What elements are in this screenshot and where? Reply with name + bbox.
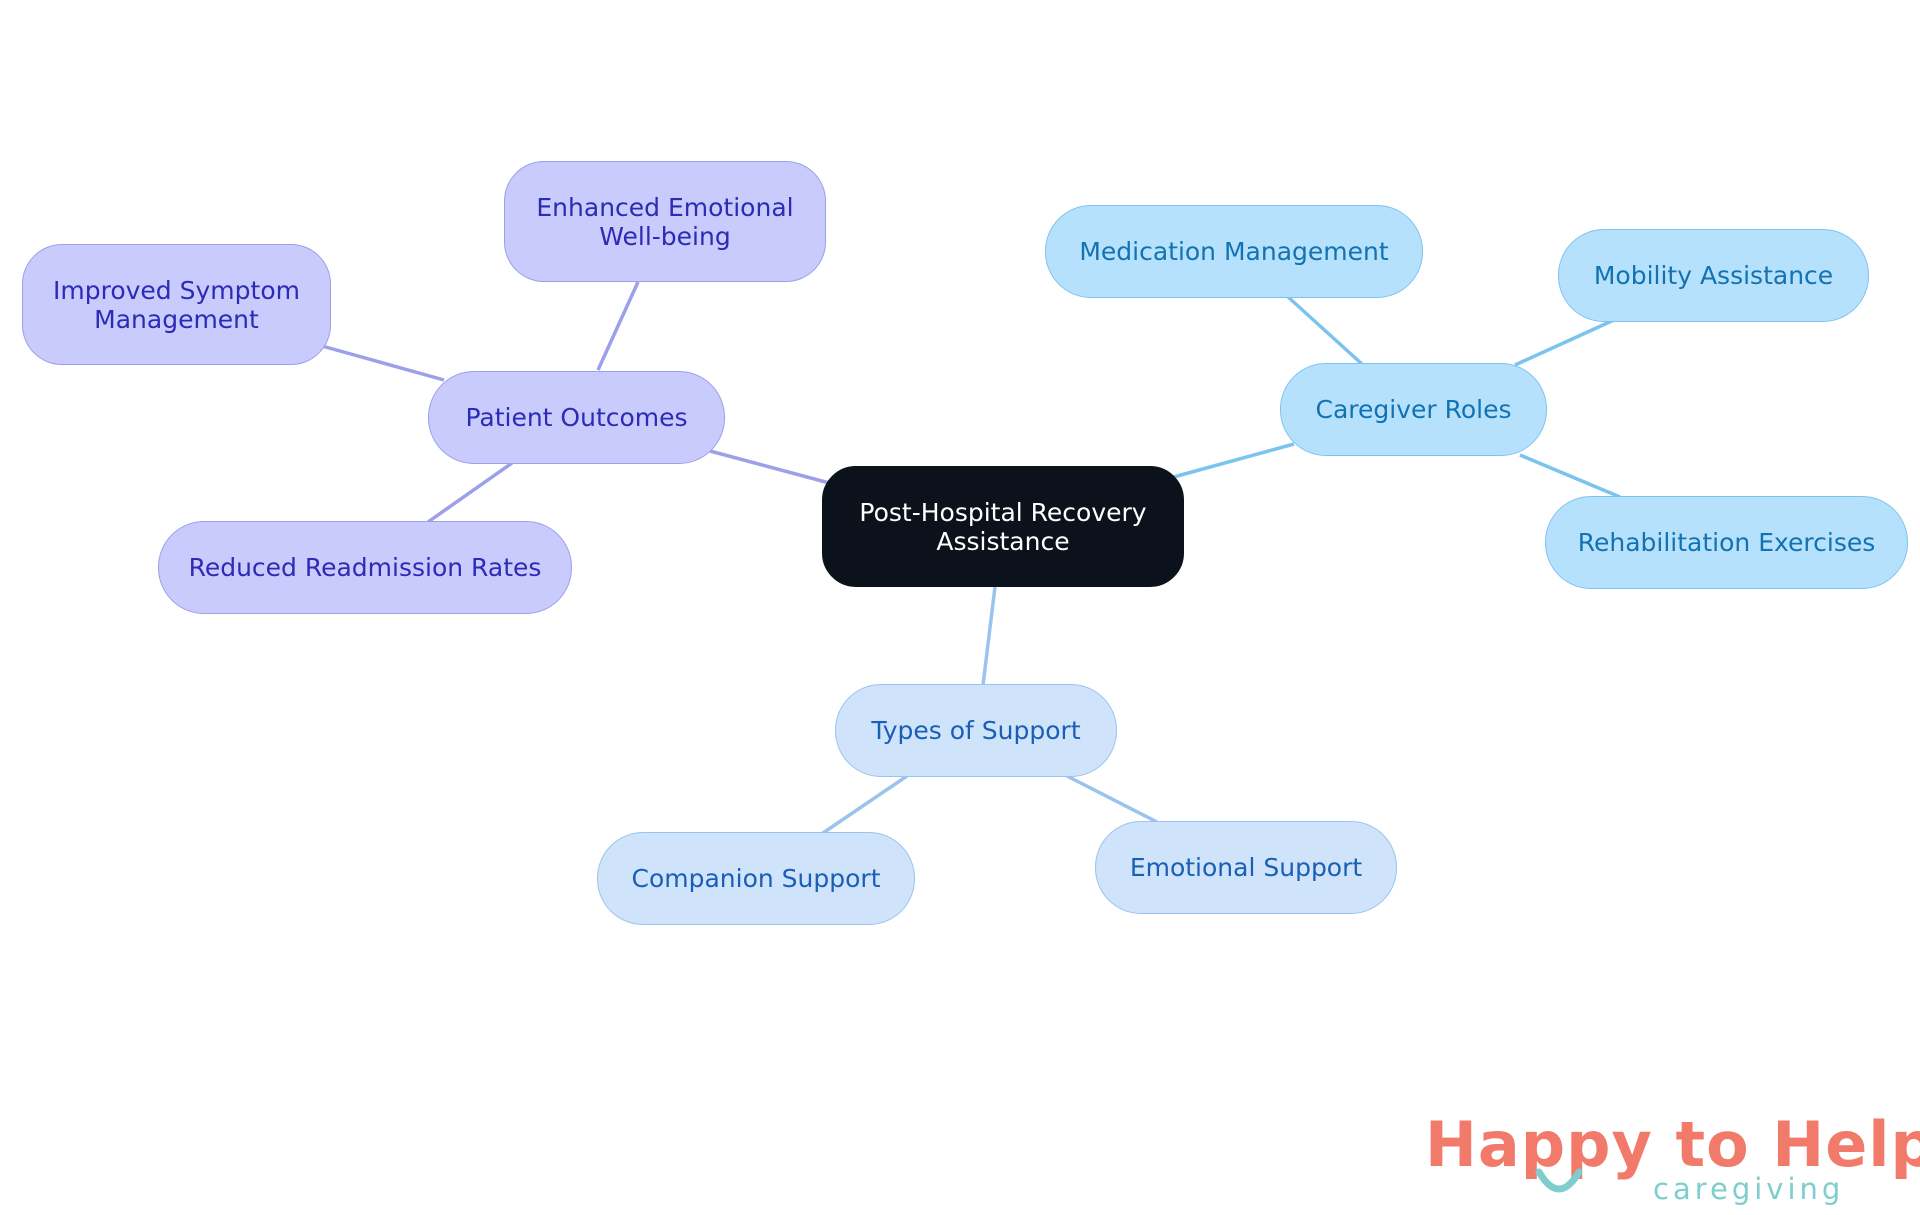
leaf-node-label: Companion Support (631, 864, 881, 893)
logo-wordmark: Happy to Help (1425, 1108, 1920, 1181)
leaf-node-label: Emotional Support (1129, 853, 1363, 882)
edge-caregiver-rehabilitation (1519, 453, 1621, 499)
leaf-node-medication-management[interactable]: Medication Management (1045, 205, 1423, 298)
branch-node-label: Caregiver Roles (1315, 395, 1512, 424)
edge-patient-outcomes-readmission (426, 461, 514, 524)
leaf-node-label: Medication Management (1079, 237, 1389, 266)
branch-node-patient-outcomes[interactable]: Patient Outcomes (428, 371, 725, 464)
edge-root-caregiver-roles (1169, 442, 1295, 480)
branch-node-types-of-support[interactable]: Types of Support (835, 684, 1117, 777)
leaf-node-reduced-readmission-rates[interactable]: Reduced Readmission Rates (158, 521, 572, 614)
leaf-node-improved-symptom-management[interactable]: Improved Symptom Management (22, 244, 331, 365)
leaf-node-label: Improved Symptom Management (53, 275, 300, 334)
leaf-node-emotional-support[interactable]: Emotional Support (1095, 821, 1397, 914)
root-node[interactable]: Post-Hospital Recovery Assistance (822, 466, 1184, 587)
leaf-node-label: Reduced Readmission Rates (188, 553, 542, 582)
leaf-node-companion-support[interactable]: Companion Support (597, 832, 915, 925)
leaf-node-label: Mobility Assistance (1593, 261, 1834, 290)
branch-node-label: Types of Support (871, 716, 1081, 745)
leaf-node-rehabilitation-exercises[interactable]: Rehabilitation Exercises (1545, 496, 1908, 589)
smile-icon (1535, 1168, 1583, 1193)
branch-node-label: Patient Outcomes (465, 403, 688, 432)
edge-patient-outcomes-symptom (321, 344, 445, 382)
branch-node-caregiver-roles[interactable]: Caregiver Roles (1280, 363, 1547, 456)
edge-support-companion (822, 774, 908, 835)
edge-root-patient-outcomes (709, 449, 834, 486)
edge-root-types-of-support (981, 586, 997, 686)
leaf-node-label: Rehabilitation Exercises (1577, 528, 1876, 557)
happy-to-help-logo: Happy to Help caregiving (1425, 1108, 1920, 1208)
leaf-node-enhanced-emotional-well-being[interactable]: Enhanced Emotional Well-being (504, 161, 826, 282)
edge-caregiver-medication (1285, 294, 1365, 367)
edge-support-emotional (1066, 774, 1158, 824)
logo-tagline: caregiving (1653, 1172, 1845, 1206)
edge-patient-outcomes-emotional (596, 281, 640, 371)
leaf-node-mobility-assistance[interactable]: Mobility Assistance (1558, 229, 1869, 322)
root-node-label: Post-Hospital Recovery Assistance (859, 497, 1147, 556)
edge-caregiver-mobility (1514, 318, 1615, 367)
leaf-node-label: Enhanced Emotional Well-being (536, 192, 794, 251)
